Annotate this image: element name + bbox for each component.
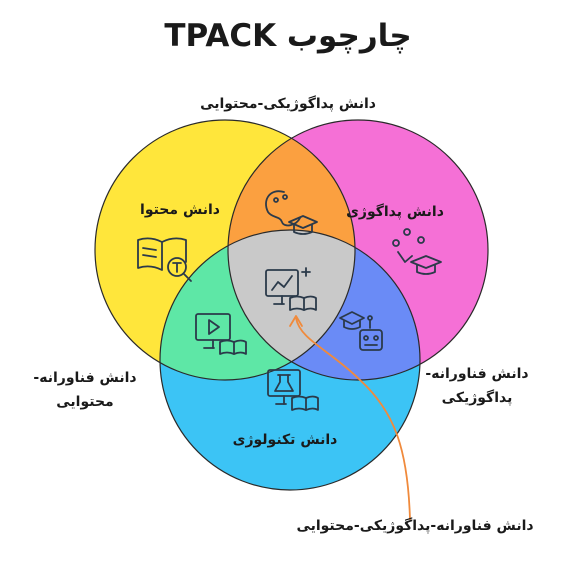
tpk-label: دانش فناورانه- پداگوژیکی (412, 362, 542, 410)
robot-cap-icon (339, 311, 383, 351)
palette-cap-icon (265, 190, 318, 235)
monitor-flask-icon (267, 369, 319, 411)
page-title: چارچوب TPACK (164, 18, 412, 54)
tpk-label-line1: دانش فناورانه- (425, 366, 529, 382)
tck-label: دانش فناورانه- محتوایی (20, 366, 150, 414)
circle-outlines (94, 119, 489, 491)
pck-label: دانش پداگوژیکی-محتوایی (200, 96, 376, 112)
tpack-pointer-arrowhead (289, 315, 303, 327)
technology-label: دانش تکنولوژی (232, 432, 338, 448)
tpack-center-overlap (228, 230, 355, 380)
content-label: دانش محتوا (140, 202, 220, 218)
book-magnifier-icon (137, 237, 192, 282)
tpk-label-line2: پداگوژیکی (441, 390, 513, 406)
graduation-cap-icon (392, 228, 442, 275)
tpack-pointer-line (295, 317, 411, 521)
tpack-label: دانش فناورانه-پداگوژیکی-محتوایی (296, 518, 534, 534)
video-book-icon (195, 313, 247, 355)
tck-label-line1: دانش فناورانه- (33, 370, 137, 386)
pedagogy-label: دانش پداگوژی (346, 204, 444, 220)
tck-label-line2: محتوایی (56, 394, 114, 410)
monitor-chart-icon (265, 267, 317, 311)
